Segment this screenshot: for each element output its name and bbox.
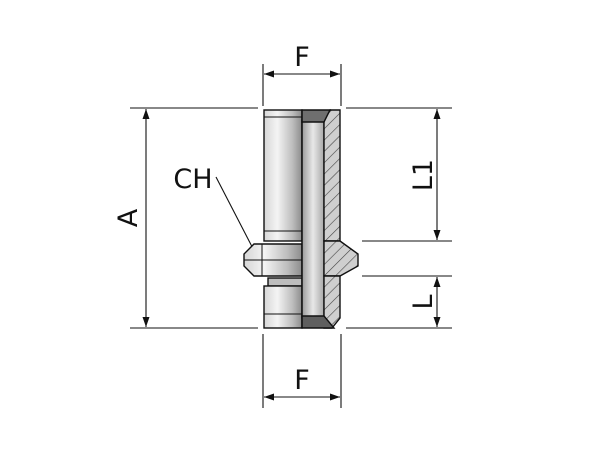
label-f-top: F [294,42,310,73]
fitting-section [301,109,359,329]
bore [301,119,325,319]
upper-tail-exterior [263,109,303,242]
fitting-body [243,109,303,329]
label-l1: L1 [408,159,439,191]
dimension-lines [142,70,441,401]
label-ch: CH [173,164,212,195]
upper-wall-section [323,109,341,242]
lower-thread-exterior [263,285,303,329]
hex-section [323,240,359,277]
label-a: A [113,208,144,227]
label-f-bottom: F [294,365,310,396]
label-l: L [408,294,439,309]
extension-lines [130,64,452,408]
groove-exterior [267,277,303,287]
